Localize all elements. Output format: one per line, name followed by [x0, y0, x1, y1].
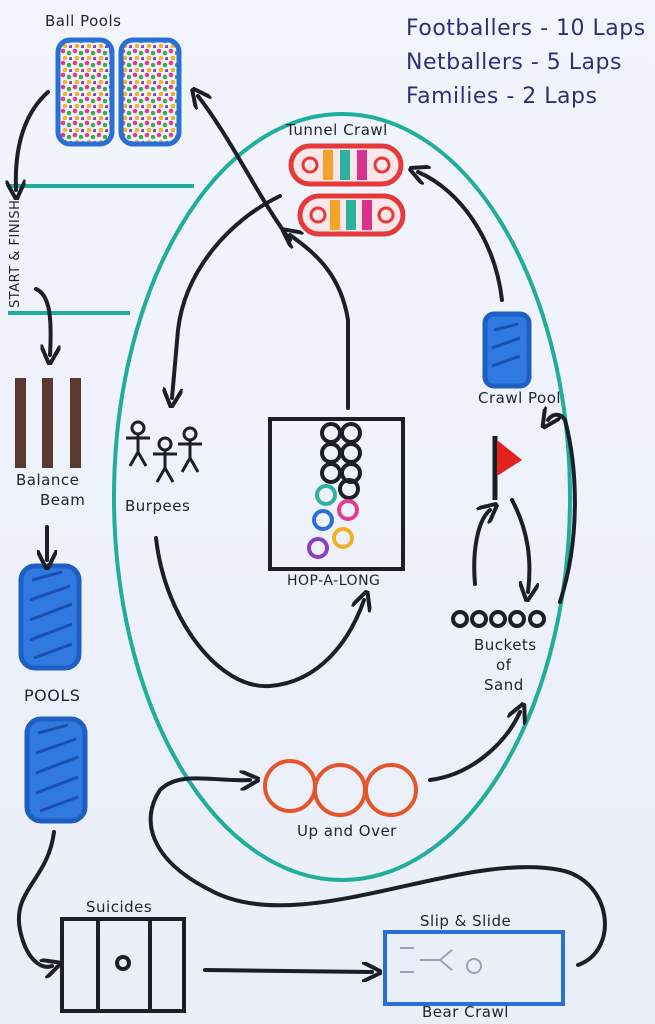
arrow-hop-to-tunnel: [290, 235, 350, 410]
label-start-finish: START & FINISH: [8, 199, 23, 308]
label-tunnel-crawl: Tunnel Crawl: [286, 121, 388, 139]
label-bear-crawl: Bear Crawl: [422, 1003, 509, 1021]
burpees-figures-icon: [126, 420, 202, 483]
label-slip-slide: Slip & Slide: [420, 912, 512, 930]
label-buckets-line1: Buckets: [474, 636, 537, 654]
arrow-buckets-to-crawlpool: [548, 415, 577, 604]
legend-netballers: Netballers - 5 Laps: [406, 50, 622, 75]
up-and-over-hoops: [263, 759, 418, 817]
crawl-pool-icon: [482, 311, 532, 389]
label-buckets-line3: Sand: [484, 676, 524, 694]
arrow-start-to-beam: [34, 287, 51, 355]
flag-icon: [492, 436, 522, 500]
tunnel-crawl-icon: [288, 143, 406, 237]
hop-a-long-icon: [268, 417, 405, 571]
label-ball-pools: Ball Pools: [45, 12, 122, 30]
arrow-suicides-to-slip: [203, 970, 372, 972]
arrow-tunnel-to-ballpools: [198, 96, 292, 242]
label-up-and-over: Up and Over: [297, 822, 397, 840]
legend-families: Families - 2 Laps: [406, 84, 598, 109]
label-burpees: Burpees: [125, 497, 191, 515]
route-arrows: [16, 90, 607, 972]
suicides-pitch-icon: [60, 917, 186, 1013]
arrow-burpees-to-hop: [154, 536, 364, 689]
label-hop-a-long: HOP-A-LONG: [287, 573, 381, 589]
buckets-icon: [451, 610, 546, 628]
slip-slide-icon: [383, 930, 565, 1006]
arrow-hoops-to-buckets: [428, 712, 520, 782]
arrow-slip-loop-back: [148, 778, 607, 967]
balance-beam-icon: [15, 378, 81, 468]
label-balance-line2: Beam: [40, 491, 86, 509]
label-pools: POOLS: [24, 686, 81, 705]
label-balance-line1: Balance: [16, 471, 80, 489]
arrow-flag-down-to-buckets: [510, 498, 529, 592]
arrow-tunnel-to-burpees: [172, 194, 282, 398]
arrow-pools-to-suicides: [16, 830, 54, 967]
arrow-ballpools-to-start: [16, 90, 50, 190]
label-crawl-pool: Crawl Pool: [478, 389, 562, 407]
track-oval: [112, 112, 572, 882]
pools-icon: [18, 563, 88, 824]
legend-footballers: Footballers - 10 Laps: [406, 16, 646, 41]
label-buckets-line2: of: [496, 656, 512, 674]
arrow-buckets-up-to-flag: [472, 510, 490, 586]
arrow-crawlpool-to-tunnel: [418, 172, 504, 302]
ball-pools-icon: [55, 37, 182, 147]
label-suicides: Suicides: [86, 898, 153, 916]
